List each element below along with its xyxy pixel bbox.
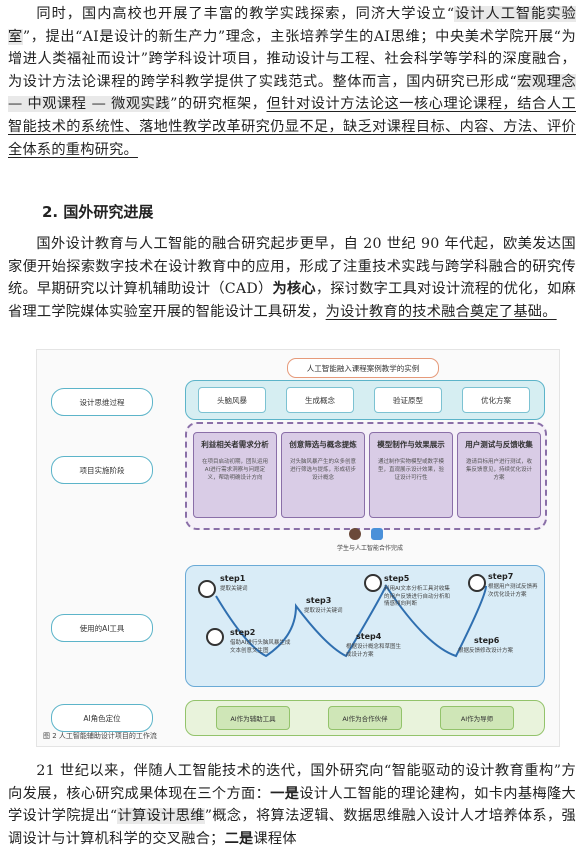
step-desc: 提取设计关键词 — [304, 608, 343, 614]
figure-caption: 图 2 人工智能辅助设计项目的工作流 — [43, 732, 157, 740]
step-label: step6 — [474, 636, 500, 645]
card-idea-filter: 创意筛选与概念提炼 对头脑风暴产生的众多创意进行筛选与提炼，形成初步设计概念 — [281, 432, 365, 518]
p3-text-c: 设计人工智能的理论建构，如卡内基梅隆大学设计学院提出“ — [8, 785, 576, 825]
robot-icon — [371, 528, 383, 540]
stage-brainstorm: 头脑风暴 — [198, 387, 266, 413]
project-stage-row: 利益相关者需求分析 在项目启动初期，团队运用AI进行需求洞察与问题定义，帮助明确… — [185, 422, 547, 530]
stage-optimize: 优化方案 — [462, 387, 530, 413]
p3-first: 一是 — [270, 785, 300, 802]
step-desc: 根据设计概念和草图生成设计方案 — [346, 644, 402, 658]
row-label-ai-tools: 使用的AI工具 — [51, 614, 153, 642]
ai-role-row: AI作为辅助工具 AI作为合作伙伴 AI作为导师 — [185, 700, 545, 736]
p3-text-a: 21 世纪以来，伴随人工智能技术的迭代，国外研究向“智能驱动的设计教育重构”方向… — [8, 763, 576, 802]
role-mentor: AI作为导师 — [440, 706, 514, 730]
figure-title: 人工智能融入课程案例教学的实例 — [287, 358, 439, 378]
chatgpt-icon — [206, 628, 224, 646]
stage-concept: 生成概念 — [286, 387, 354, 413]
card-title: 模型制作与效果展示 — [377, 440, 445, 449]
p1-underlined-conclusion: 但针对设计方法论这一核心理论课程，结合人工智能技术的系统性、落地性教学改革研究仍… — [8, 96, 576, 158]
workflow-figure: 人工智能融入课程案例教学的实例 设计思维过程 头脑风暴 生成概念 验证原型 优化… — [36, 349, 560, 747]
student-avatar-icon — [349, 528, 361, 540]
p2-text-a: 国外设计教育与人工智能的融合研究起步更早，自 20 世纪 90 年代起，欧美发达… — [8, 236, 576, 298]
row-label-ai-role: AI角色定位 — [51, 704, 153, 732]
card-user-test: 用户测试与反馈收集 邀请目标用户进行测试，收集反馈意见，持续优化设计方案 — [457, 432, 541, 518]
card-desc: 邀请目标用户进行测试，收集反馈意见，持续优化设计方案 — [465, 459, 532, 481]
chatgpt-icon — [364, 574, 382, 592]
p3-text-g: 课程体 — [253, 830, 297, 847]
step-label: step1 — [220, 574, 246, 583]
step-label: step3 — [306, 596, 332, 605]
step-label: step7 — [488, 572, 514, 581]
paragraph-domestic-summary: 同时，国内高校也开展了丰富的教学实践探索，同济大学设立“设计人工智能实验室”，提… — [8, 3, 576, 161]
row-label-project-stage: 项目实施阶段 — [51, 456, 153, 484]
p3-concept: 计算设计思维 — [117, 808, 205, 825]
p2-text-c: ，探讨数字工具对设计流程的优化，如麻省理工学院媒体实验室开展的智能设计工具研发， — [8, 281, 576, 320]
step-label: step2 — [230, 628, 256, 637]
chatgpt-icon — [198, 580, 216, 598]
card-title: 用户测试与反馈收集 — [465, 440, 533, 449]
card-desc: 通过制作实物模型或数字模型，直观展示设计效果，验证设计可行性 — [377, 459, 444, 481]
row-label-design-thinking: 设计思维过程 — [51, 388, 153, 416]
step-label: step5 — [384, 574, 410, 583]
p1-text-c: ”，提出“AI是设计的新生产力”理念，主张培养学生的AI思维；中央美术学院开展“… — [8, 28, 576, 90]
paragraph-foreign-early: 国外设计教育与人工智能的融合研究起步更早，自 20 世纪 90 年代起，欧美发达… — [8, 233, 576, 323]
p3-second: 二是 — [224, 830, 254, 847]
card-title: 利益相关者需求分析 — [201, 440, 269, 449]
collab-label: 学生与人工智能合作完成 — [337, 545, 404, 552]
card-model: 模型制作与效果展示 通过制作实物模型或数字模型，直观展示设计效果，验证设计可行性 — [369, 432, 453, 518]
step-desc: 根据用户测试反馈再次优化设计方案 — [488, 584, 538, 598]
p1-text-e: ”的研究框架， — [170, 96, 267, 113]
role-partner: AI作为合作伙伴 — [328, 706, 402, 730]
p3-text-e: ”概念，将算法逻辑、数据思维融入设计人才培养体系，强调设计与计算机科学的交叉融合… — [8, 808, 576, 847]
step-desc: 利用AI文本分析工具对收集的用户反馈进行自动分析和情感倾向判断 — [384, 586, 451, 607]
step-label: step4 — [356, 632, 382, 641]
ai-tools-row: step1 提取关键词 step2 借助AI进行头脑风暴生成文本创意文生图 st… — [185, 565, 545, 687]
chatgpt-icon — [468, 574, 486, 592]
design-thinking-row: 头脑风暴 生成概念 验证原型 优化方案 — [185, 380, 545, 420]
section-heading: 2. 国外研究进展 — [42, 203, 154, 221]
step-desc: 提取关键词 — [220, 586, 248, 592]
p2-bold-core: 为核心 — [272, 281, 316, 298]
stage-prototype: 验证原型 — [374, 387, 442, 413]
role-tool: AI作为辅助工具 — [216, 706, 290, 730]
step-desc: 根据反馈修改设计方案 — [458, 648, 514, 654]
p2-underlined-end: 为设计教育的技术融合奠定了基础。 — [325, 303, 557, 320]
p1-text-a: 同时，国内高校也开展了丰富的教学实践探索，同济大学设立“ — [36, 6, 455, 22]
workflow-arrow — [215, 584, 487, 658]
card-stakeholder: 利益相关者需求分析 在项目启动初期，团队运用AI进行需求洞察与问题定义，帮助明确… — [193, 432, 277, 518]
card-title: 创意筛选与概念提炼 — [289, 440, 357, 449]
paragraph-foreign-modern: 21 世纪以来，伴随人工智能技术的迭代，国外研究向“智能驱动的设计教育重构”方向… — [8, 760, 576, 850]
card-desc: 在项目启动初期，团队运用AI进行需求洞察与问题定义，帮助明确设计方向 — [201, 459, 268, 481]
step-desc: 借助AI进行头脑风暴生成文本创意文生图 — [230, 640, 291, 654]
card-desc: 对头脑风暴产生的众多创意进行筛选与提炼，形成初步设计概念 — [289, 459, 356, 481]
